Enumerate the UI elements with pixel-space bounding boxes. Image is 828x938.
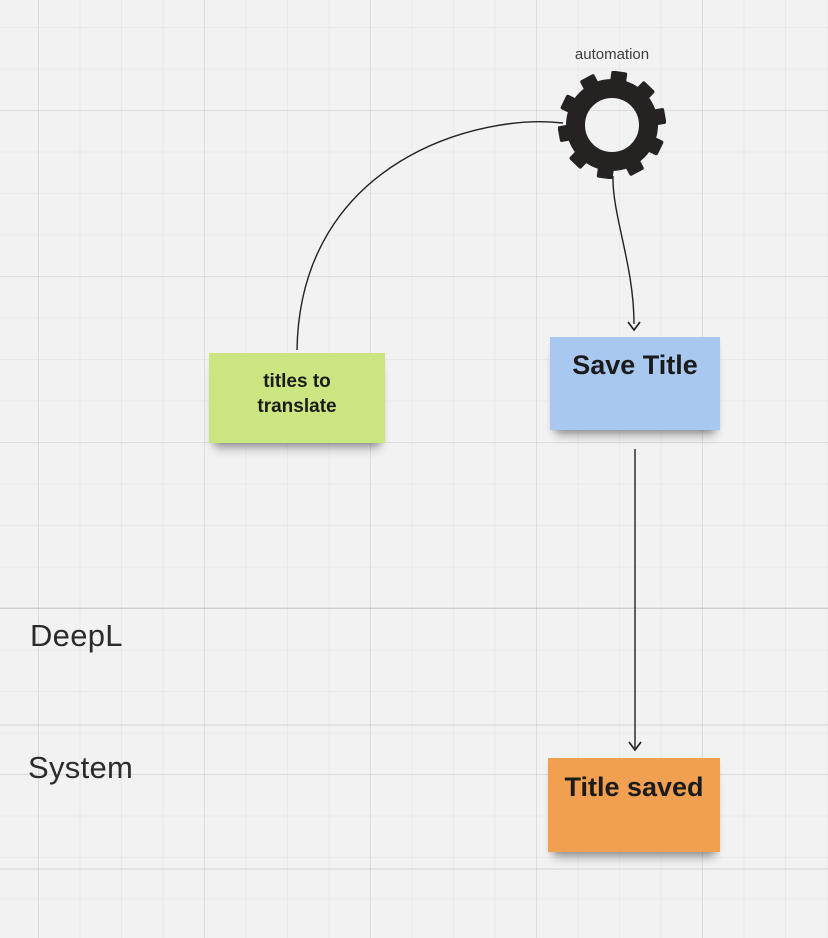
arrowhead-down-icon (627, 321, 641, 332)
connector-blue-to-orange-note[interactable] (628, 449, 642, 752)
sticky-note-text: Save Title (572, 350, 698, 380)
lane-label-deepl[interactable]: DeepL (30, 618, 123, 653)
lane-label-system[interactable]: System (28, 750, 134, 785)
automation-gear-icon[interactable] (558, 71, 666, 179)
sticky-note-save-title[interactable]: Save Title (550, 337, 720, 430)
connector-gear-to-green-note[interactable] (296, 121, 564, 351)
arrowhead-down-icon (628, 741, 642, 752)
sticky-note-titles-to-translate[interactable]: titles to translate (209, 353, 385, 443)
automation-label: automation (574, 46, 650, 63)
sticky-note-text: Title saved (564, 772, 704, 802)
sticky-note-text: titles to translate (257, 370, 337, 417)
sticky-note-title-saved[interactable]: Title saved (548, 758, 720, 852)
connector-gear-to-blue-note[interactable] (612, 175, 641, 332)
